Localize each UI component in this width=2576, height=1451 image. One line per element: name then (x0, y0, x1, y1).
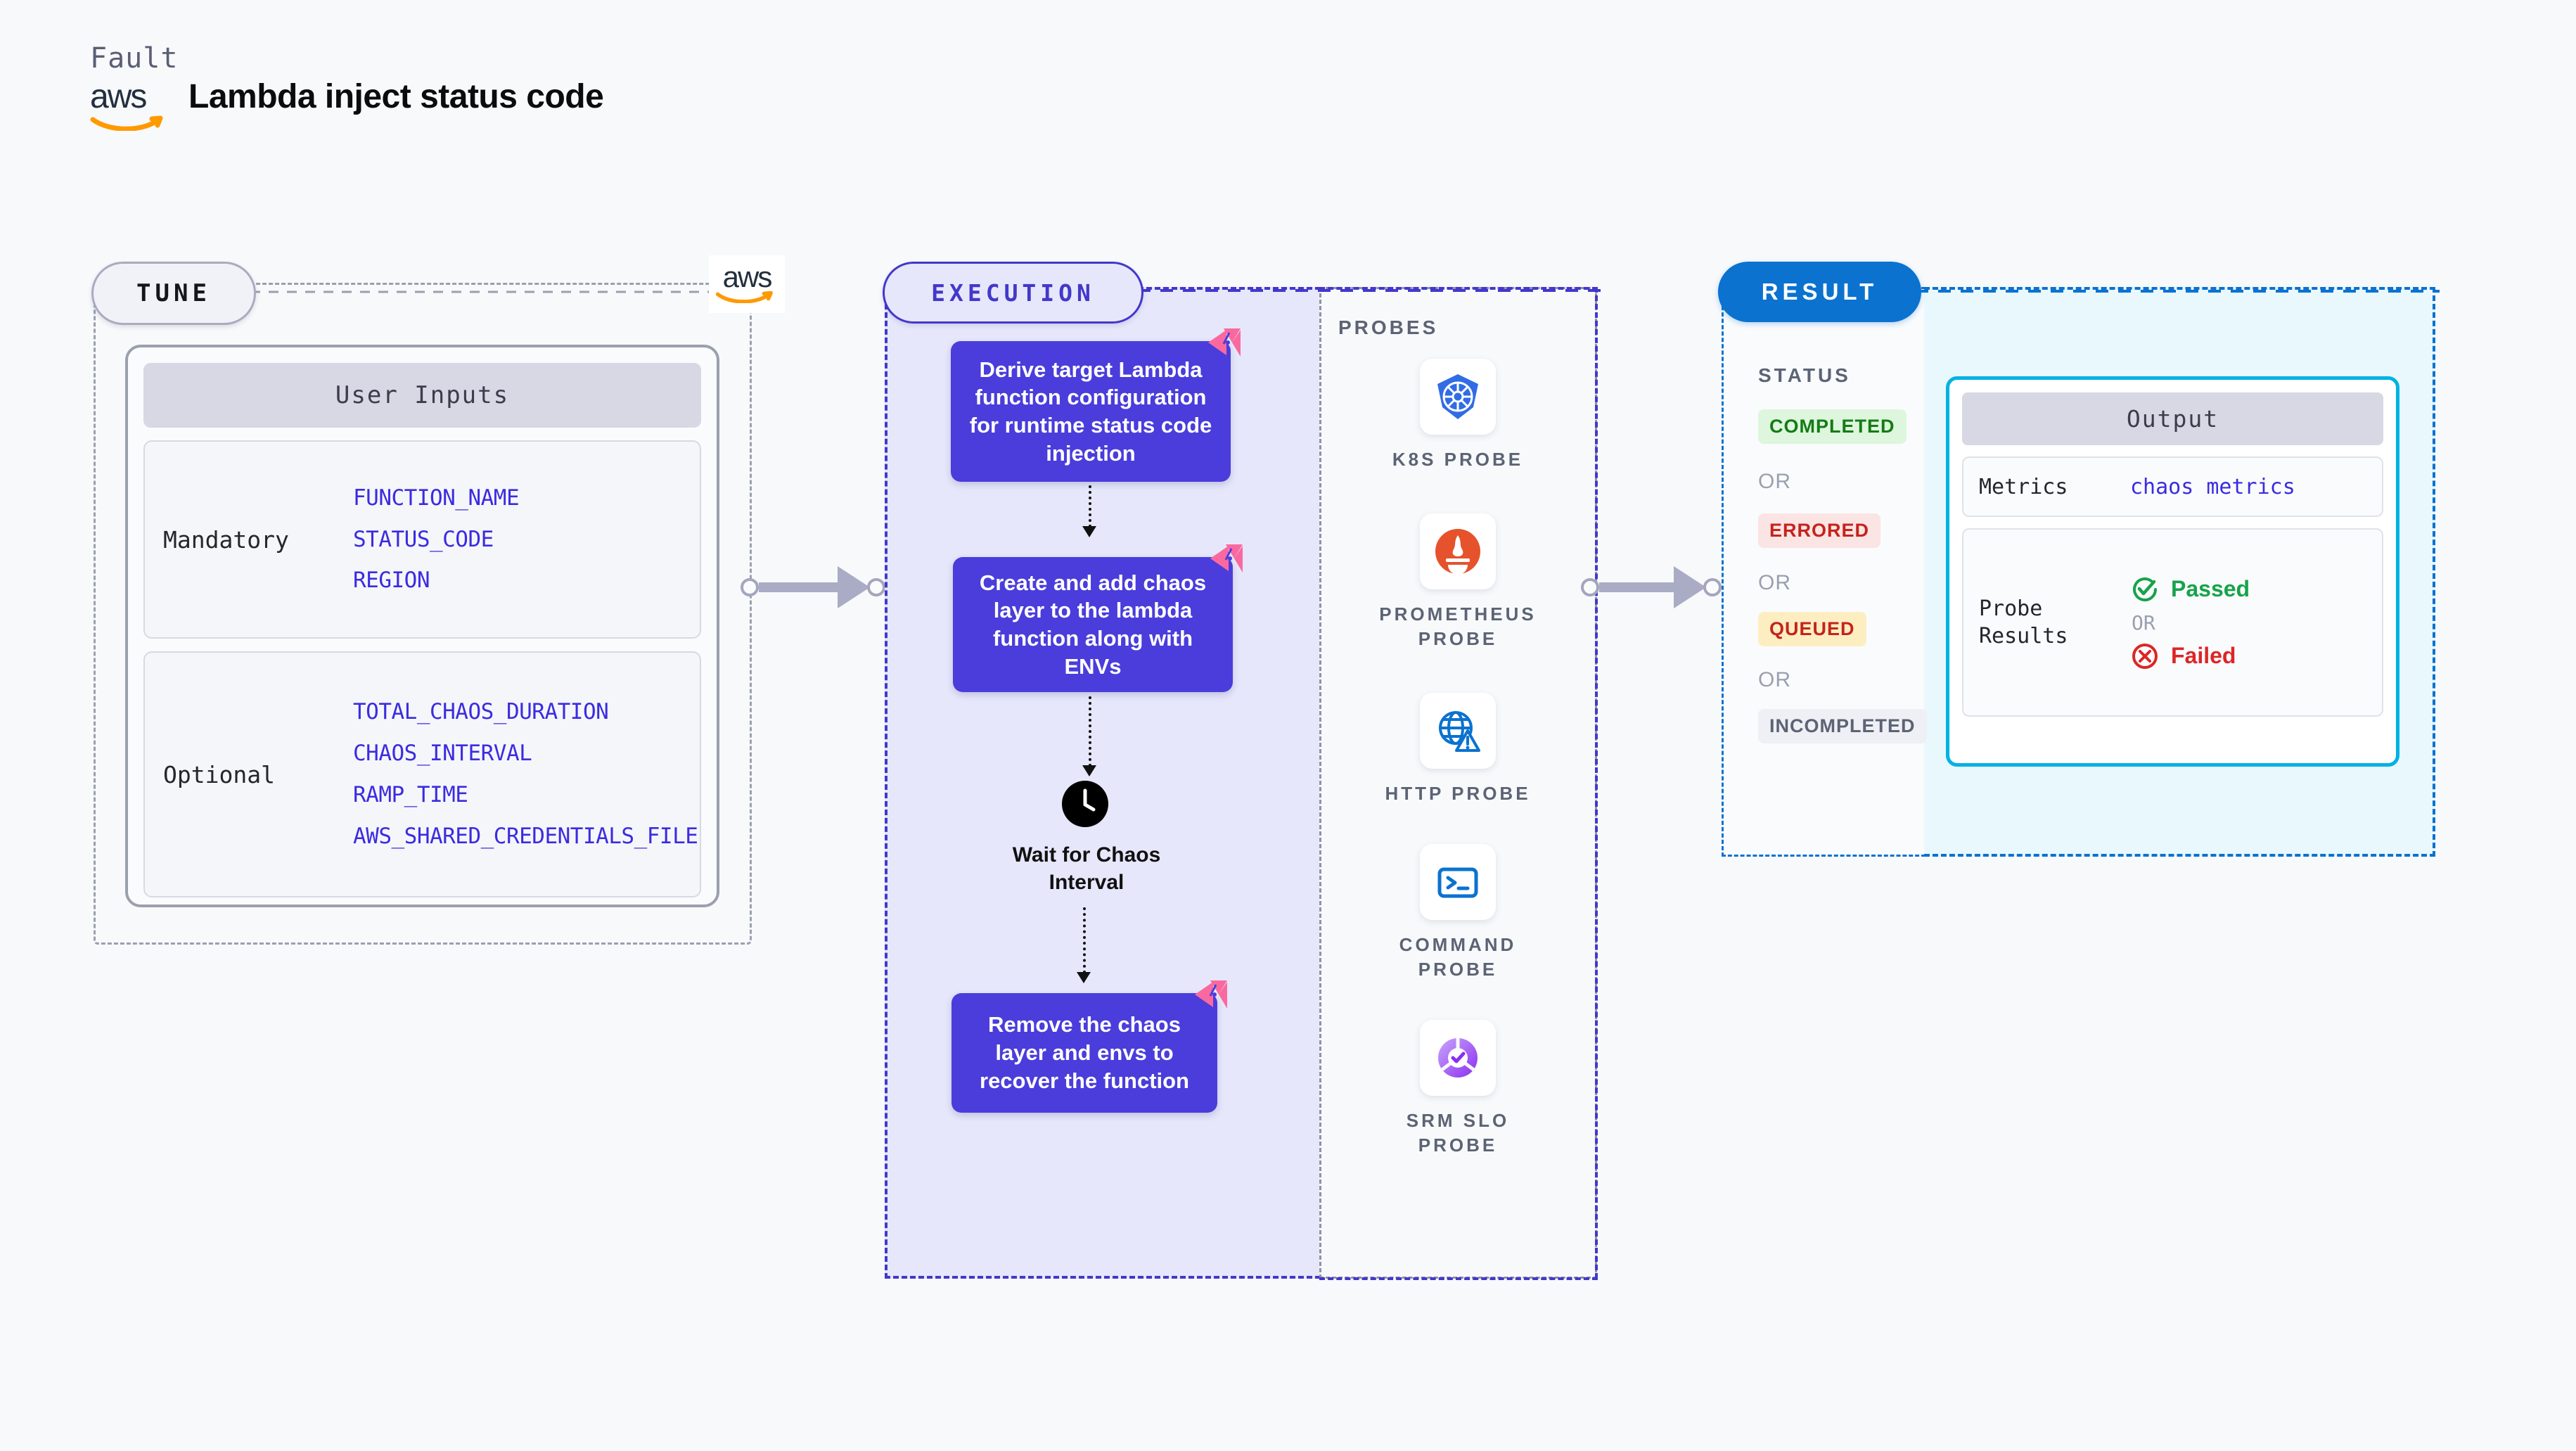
connector-end-dot (1703, 578, 1722, 596)
flow-arrow-2 (1089, 696, 1091, 767)
param-function-name[interactable]: FUNCTION_NAME (353, 485, 520, 511)
clock-icon (1062, 781, 1108, 827)
probes-bottom-border (1319, 1277, 1598, 1280)
page-kicker: Fault (90, 42, 179, 75)
aws-logo: aws (90, 80, 173, 131)
optional-label: Optional (163, 760, 275, 788)
status-or-2: OR (1758, 571, 1791, 594)
status-badge-completed: COMPLETED (1758, 409, 1907, 444)
probe-item-srm-slo[interactable]: SRM SLO PROBE (1370, 1020, 1546, 1158)
execution-badge[interactable]: EXECUTION (883, 262, 1143, 324)
wait-for-chaos-interval-label: Wait for Chaos Interval (1012, 843, 1161, 894)
connector-start-dot (741, 578, 759, 596)
kubernetes-icon (1420, 359, 1496, 435)
flow-arrow-1-head (1082, 526, 1096, 537)
output-title: Output (1962, 392, 2383, 445)
probe-item-prometheus[interactable]: PROMETHEUS PROBE (1370, 513, 1546, 651)
probes-title: PROBES (1338, 317, 1439, 338)
probe-label-prometheus: PROMETHEUS PROBE (1379, 603, 1537, 650)
aws-logo-badge: aws (709, 255, 785, 313)
tune-badge[interactable]: TUNE (91, 262, 256, 325)
param-chaos-interval[interactable]: CHAOS_INTERVAL (353, 741, 532, 767)
param-ramp-time[interactable]: RAMP_TIME (353, 782, 468, 807)
x-circle-icon (2132, 643, 2158, 669)
terminal-icon (1420, 844, 1496, 920)
probe-result-passed: Passed (2130, 575, 2382, 604)
execution-step-2-text: Create and add chaos layer to the lambda… (979, 570, 1207, 679)
param-aws-shared-credentials-file[interactable]: AWS_SHARED_CREDENTIALS_FILE (353, 823, 698, 849)
tune-dashed-connector (250, 290, 743, 293)
connector-arrowhead (838, 566, 870, 608)
litmus-icon (1210, 544, 1243, 573)
probe-result-or: OR (2132, 611, 2155, 634)
connector-tune-to-execution (741, 566, 885, 608)
status-badge-incompleted: INCOMPLETED (1758, 709, 1927, 743)
prometheus-icon (1420, 513, 1496, 589)
output-row-metrics: Metrics chaos metrics (1962, 456, 2383, 517)
metrics-key: Metrics (1979, 474, 2068, 499)
mandatory-group: Mandatory FUNCTION_NAME STATUS_CODE REGI… (143, 440, 701, 639)
param-total-chaos-duration[interactable]: TOTAL_CHAOS_DURATION (353, 699, 609, 725)
execution-step-2[interactable]: Create and add chaos layer to the lambda… (953, 544, 1243, 692)
execution-step-3[interactable]: Remove the chaos layer and envs to recov… (951, 980, 1227, 1113)
result-dashed-connector (1916, 290, 2440, 293)
user-inputs-title: User Inputs (143, 363, 701, 428)
connector-start-dot (1581, 578, 1599, 596)
result-status-outline (1722, 287, 1925, 857)
execution-step-1-text: Derive target Lambda function configurat… (969, 357, 1212, 466)
status-or-1: OR (1758, 470, 1791, 493)
probe-label-http: HTTP PROBE (1385, 783, 1531, 804)
flow-arrow-1 (1089, 485, 1091, 528)
execution-dashed-connector (1138, 289, 1602, 292)
output-card: Output Metrics chaos metrics Probe Resul… (1946, 376, 2399, 767)
http-globe-warning-icon (1420, 693, 1496, 769)
probes-top-border (1319, 287, 1598, 290)
probes-right-border (1595, 287, 1598, 1279)
probe-result-failed: Failed (2130, 641, 2382, 671)
failed-label: Failed (2171, 643, 2236, 668)
connector-bar (759, 582, 838, 592)
probe-label-srm-slo: SRM SLO PROBE (1406, 1110, 1510, 1156)
litmus-icon (1208, 328, 1241, 357)
mandatory-label: Mandatory (163, 525, 289, 554)
srm-slo-icon (1420, 1020, 1496, 1096)
probe-label-k8s: K8S PROBE (1392, 449, 1524, 470)
flow-arrow-2-head (1082, 765, 1096, 776)
status-badge-queued: QUEUED (1758, 612, 1866, 646)
probe-item-k8s[interactable]: K8S PROBE (1370, 359, 1546, 472)
connector-bar (1599, 582, 1674, 592)
flow-arrow-3 (1083, 907, 1086, 973)
check-circle-icon (2133, 577, 2157, 601)
param-region[interactable]: REGION (353, 568, 430, 594)
output-row-probe-results: Probe Results Passed OR Failed (1962, 528, 2383, 717)
metrics-value[interactable]: chaos metrics (2130, 474, 2295, 499)
litmus-icon (1195, 980, 1227, 1009)
page-title: Lambda inject status code (188, 77, 604, 115)
result-badge[interactable]: RESULT (1718, 262, 1921, 322)
execution-step-3-text: Remove the chaos layer and envs to recov… (980, 1012, 1189, 1093)
connector-execution-to-result (1581, 566, 1722, 608)
tune-panel-outline (94, 283, 752, 945)
param-status-code[interactable]: STATUS_CODE (353, 526, 494, 552)
flow-arrow-3-head (1077, 972, 1091, 983)
execution-step-1[interactable]: Derive target Lambda function configurat… (951, 328, 1241, 482)
passed-label: Passed (2171, 576, 2250, 601)
probe-item-http[interactable]: HTTP PROBE (1370, 693, 1546, 806)
status-title: STATUS (1758, 364, 1851, 386)
probe-label-command: COMMAND PROBE (1399, 934, 1517, 980)
probes-panel-outline (1319, 287, 1597, 1279)
status-or-3: OR (1758, 668, 1791, 691)
status-badge-errored: ERRORED (1758, 513, 1881, 548)
connector-arrowhead (1674, 566, 1706, 608)
connector-end-dot (867, 578, 885, 596)
probe-item-command[interactable]: COMMAND PROBE (1370, 844, 1546, 982)
probe-results-key: Probe Results (1979, 596, 2068, 648)
optional-group: Optional TOTAL_CHAOS_DURATION CHAOS_INTE… (143, 651, 701, 897)
page-header: Fault aws Lambda inject status code (90, 42, 604, 131)
user-inputs-card: User Inputs Mandatory FUNCTION_NAME STAT… (125, 345, 719, 907)
